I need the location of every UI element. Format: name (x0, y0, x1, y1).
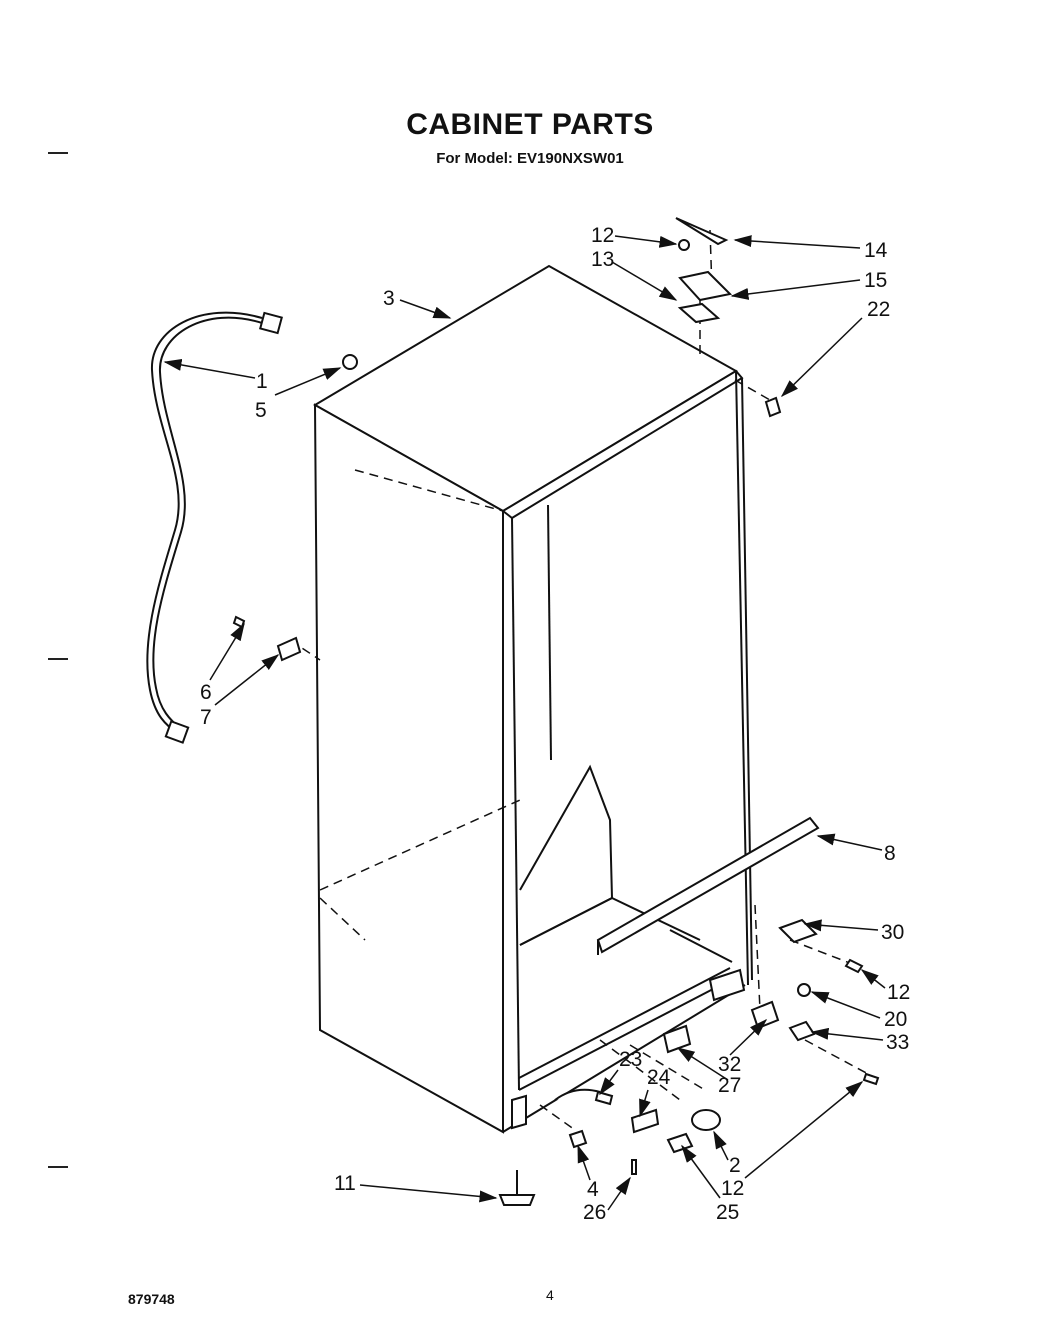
callout-7: 7 (200, 706, 212, 729)
callout-12a: 12 (591, 224, 614, 247)
callout-23: 23 (619, 1048, 642, 1071)
callout-33: 33 (886, 1031, 909, 1054)
callout-27: 27 (718, 1074, 741, 1097)
margin-mark (48, 1166, 68, 1168)
callout-3: 3 (383, 287, 395, 310)
document-code: 879748 (128, 1291, 175, 1307)
margin-mark (48, 152, 68, 154)
cabinet-shell (313, 264, 753, 1134)
callout-13: 13 (591, 248, 614, 271)
small-parts (232, 217, 880, 1206)
callout-6: 6 (200, 681, 212, 704)
callout-32: 32 (718, 1053, 741, 1076)
power-cord (146, 311, 283, 744)
callout-26: 26 (583, 1201, 606, 1224)
callout-22: 22 (867, 298, 890, 321)
callout-12c: 12 (721, 1177, 744, 1200)
callout-30: 30 (881, 921, 904, 944)
model-subtitle: For Model: EV190NXSW01 (436, 150, 624, 167)
callout-12b: 12 (887, 981, 910, 1004)
callout-20: 20 (884, 1008, 907, 1031)
callout-24: 24 (647, 1066, 671, 1089)
page-title: CABINET PARTS (406, 108, 654, 141)
callout-1: 1 (256, 370, 268, 393)
callout-2: 2 (729, 1154, 741, 1177)
callout-4: 4 (587, 1178, 599, 1201)
callout-labels: 1 3 5 6 7 12 13 14 15 22 8 30 12 20 33 3… (200, 224, 910, 1224)
callout-14: 14 (864, 239, 888, 262)
callout-11: 11 (334, 1172, 356, 1195)
page-number: 4 (546, 1287, 554, 1303)
callout-15: 15 (864, 269, 887, 292)
margin-mark (48, 658, 68, 660)
grille-bar (596, 816, 820, 955)
callout-5: 5 (255, 399, 267, 422)
callout-25: 25 (716, 1201, 739, 1224)
callout-8: 8 (884, 842, 896, 865)
